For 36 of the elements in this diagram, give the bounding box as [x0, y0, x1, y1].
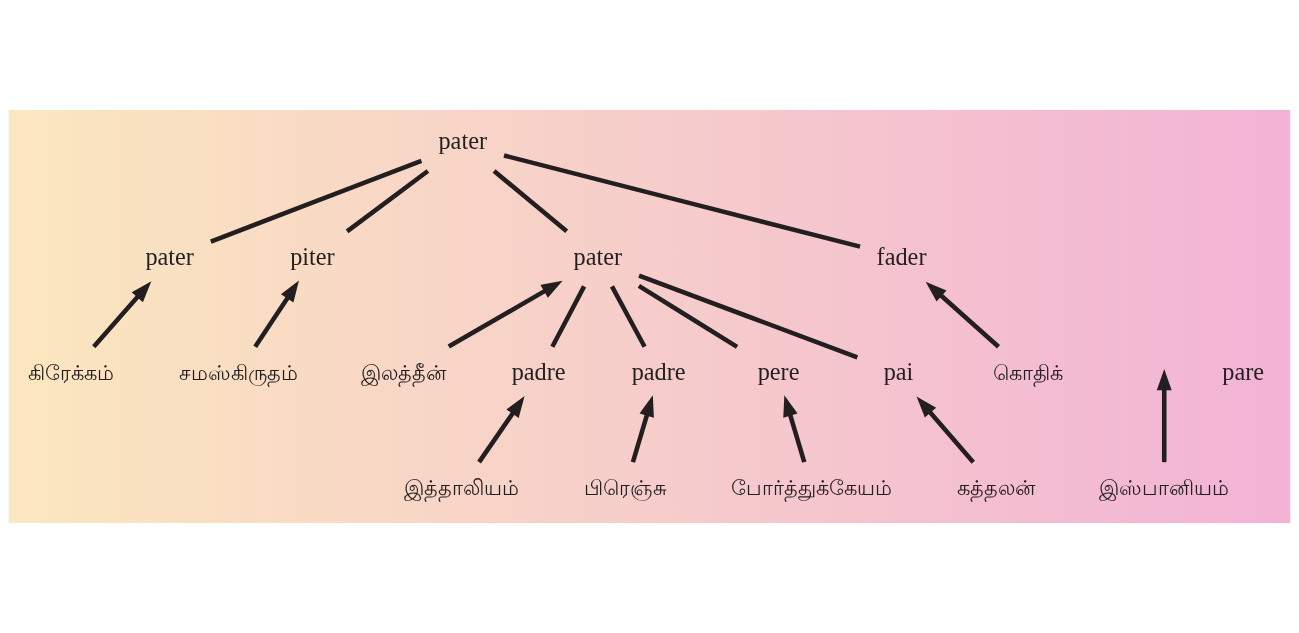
node-text: pater [438, 127, 487, 155]
arrow [92, 281, 152, 349]
arrow [916, 396, 975, 464]
node-text: padre [631, 357, 686, 385]
arrow [447, 280, 563, 349]
connector [609, 285, 647, 348]
connector [345, 169, 430, 234]
connector [492, 169, 569, 234]
node-text: pater [573, 242, 623, 270]
node-text: piter [290, 242, 335, 270]
connector [550, 285, 587, 348]
node-text: சமஸ்கிருதம் [178, 359, 298, 385]
node-text: pater [145, 242, 194, 270]
node-text: கொதிக் [992, 359, 1063, 385]
node-text: pere [757, 357, 800, 385]
node-text: இஸ்பானியம் [1099, 475, 1230, 501]
label: pare [1222, 357, 1265, 385]
connector [210, 158, 423, 244]
node-text: போர்த்துக்கேயம் [731, 475, 893, 501]
arrow [477, 396, 525, 464]
node-text: pai [883, 357, 914, 385]
connector [637, 283, 739, 349]
node-text: இலத்தீன் [361, 359, 447, 385]
arrow [1156, 368, 1172, 463]
arrow [630, 395, 654, 463]
node-text: கிரேக்கம் [28, 359, 114, 385]
node-text: பிரெஞ்சு [583, 475, 667, 501]
arrow [925, 281, 1000, 349]
node-text: கத்தலன் [956, 475, 1035, 501]
node-text: இத்தாலியம் [403, 475, 519, 501]
connector [638, 273, 859, 360]
arrow [783, 395, 807, 463]
node-text: fader [876, 242, 927, 270]
arrow [253, 280, 299, 349]
node-text: padre [511, 357, 566, 385]
connector [503, 153, 861, 249]
